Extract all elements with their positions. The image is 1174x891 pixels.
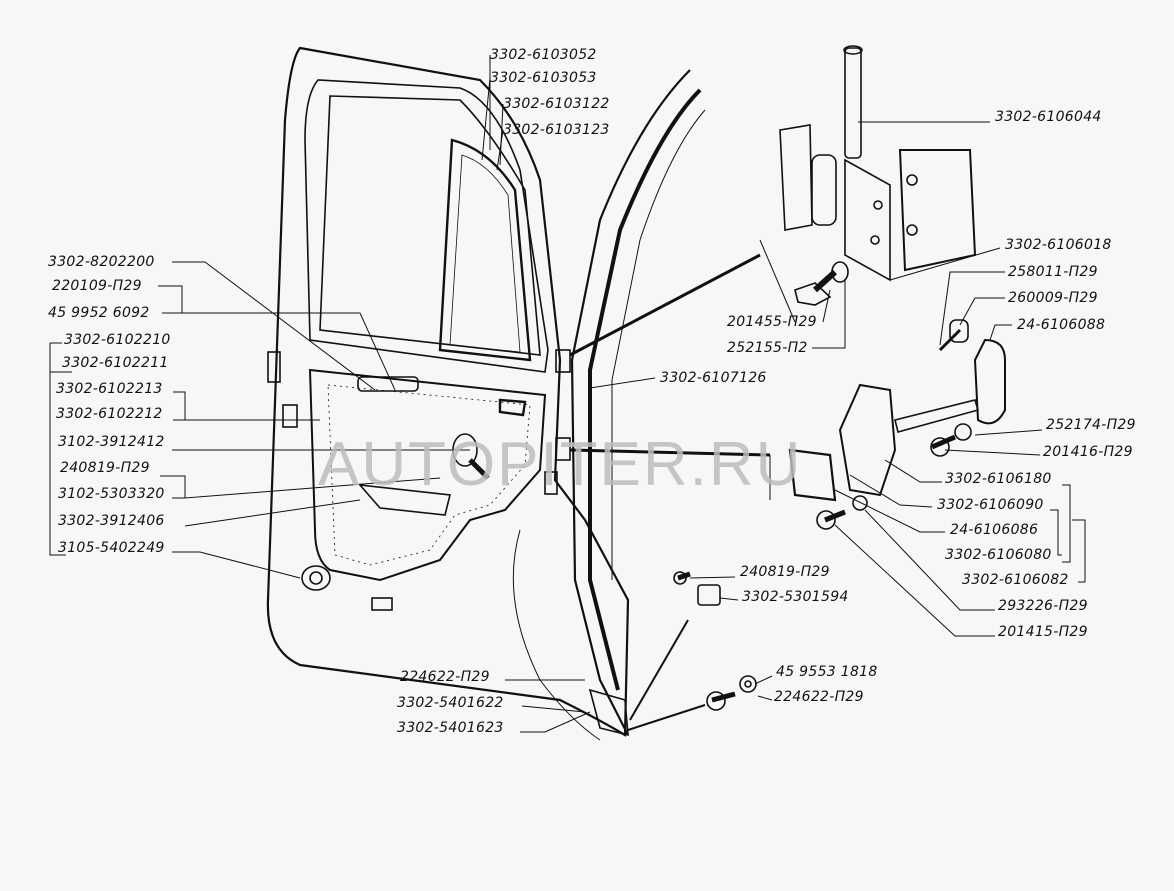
part-number-label: 293226-П29 xyxy=(998,598,1088,614)
part-number-label: 220109-П29 xyxy=(52,278,142,294)
part-number-label: 3302-6102211 xyxy=(62,355,169,371)
part-number-label: 3302-6106044 xyxy=(995,109,1102,125)
part-number-label: 3302-8202200 xyxy=(48,254,155,270)
part-number-label: 24-6106088 xyxy=(1017,317,1106,333)
part-number-label: 3302-5401622 xyxy=(397,695,504,711)
part-number-label: 201455-П29 xyxy=(727,314,817,330)
part-number-label: 3302-3912406 xyxy=(58,513,165,529)
part-number-label: 3302-6106018 xyxy=(1005,237,1112,253)
part-number-label: 224622-П29 xyxy=(774,689,864,705)
door-panel xyxy=(266,46,630,737)
part-number-label: 3105-5402249 xyxy=(58,540,165,556)
part-number-label: 3302-6103053 xyxy=(490,70,597,86)
part-number-label: 252174-П29 xyxy=(1046,417,1136,433)
part-number-label: 3302-6102212 xyxy=(56,406,163,422)
part-number-label: 3102-3912412 xyxy=(58,434,165,450)
door-pillar-seal xyxy=(512,69,706,741)
part-number-label: 252155-П2 xyxy=(727,340,808,356)
part-number-label: 260009-П29 xyxy=(1008,290,1098,306)
part-number-label: 240819-П29 xyxy=(740,564,830,580)
watermark: AUTOPITER.RU xyxy=(318,430,803,499)
part-number-label: 3302-6107126 xyxy=(660,370,767,386)
leader-lines xyxy=(49,55,1086,733)
part-number-label: 3302-6103052 xyxy=(490,47,597,63)
part-number-label: 224622-П29 xyxy=(400,669,490,685)
part-number-label: 3102-5303320 xyxy=(58,486,165,502)
part-number-label: 258011-П29 xyxy=(1008,264,1098,280)
part-number-label: 240819-П29 xyxy=(60,460,150,476)
part-number-label: 3302-6106090 xyxy=(937,497,1044,513)
part-number-label: 3302-6106180 xyxy=(945,471,1052,487)
part-number-label: 45 9553 1818 xyxy=(776,664,878,680)
part-number-label: 3302-6103123 xyxy=(503,122,610,138)
part-number-label: 201416-П29 xyxy=(1043,444,1133,460)
part-number-label: 3302-6106082 xyxy=(962,572,1069,588)
part-number-label: 3302-6103122 xyxy=(503,96,610,112)
part-number-label: 201415-П29 xyxy=(998,624,1088,640)
part-number-label: 3302-6106080 xyxy=(945,547,1052,563)
part-number-label: 3302-5401623 xyxy=(397,720,504,736)
part-number-label: 24-6106086 xyxy=(950,522,1039,538)
part-number-label: 3302-6102210 xyxy=(64,332,171,348)
part-number-label: 3302-6102213 xyxy=(56,381,163,397)
part-number-label: 3302-5301594 xyxy=(742,589,849,605)
part-number-label: 45 9952 6092 xyxy=(48,305,150,321)
